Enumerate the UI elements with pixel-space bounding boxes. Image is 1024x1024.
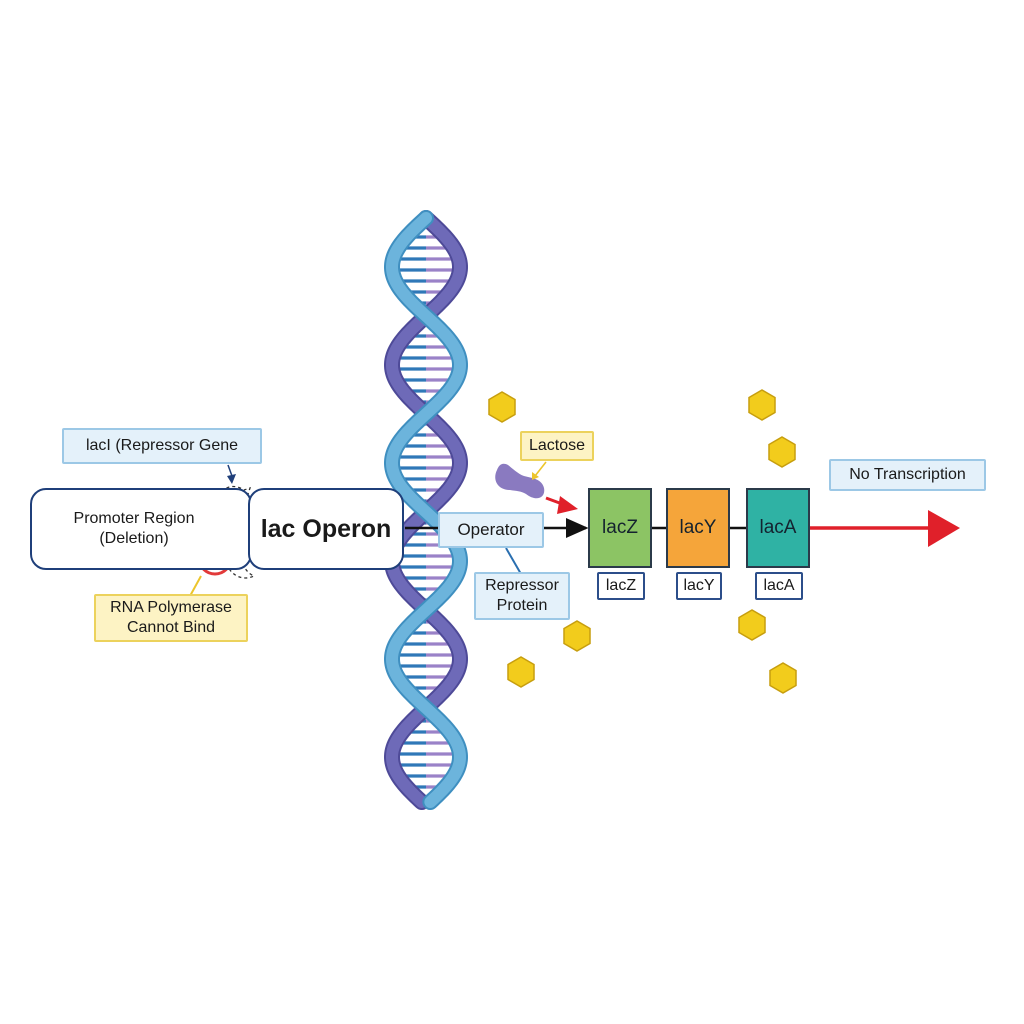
lactose-label-pointer bbox=[532, 461, 547, 480]
repressor-label-line2: Protein bbox=[496, 597, 548, 614]
gene-tag-laca-text: lacA bbox=[763, 577, 795, 595]
gene-tag-lacy: lacY bbox=[676, 572, 722, 600]
rna-label-line1: RNA Polymerase bbox=[110, 599, 232, 617]
gene-tag-lacz: lacZ bbox=[597, 572, 645, 600]
rna-polymerase-label: RNA Polymerase Cannot Bind bbox=[94, 594, 248, 642]
lac-operon-title: lac Operon bbox=[260, 514, 392, 543]
gene-lacz-label: lacZ bbox=[602, 517, 638, 539]
dna-strand-light bbox=[386, 212, 466, 808]
gene-tag-lacy-text: lacY bbox=[683, 577, 715, 595]
gene-tag-lacz-text: lacZ bbox=[605, 577, 637, 595]
lactose-molecules bbox=[488, 389, 797, 694]
rna-label-line2: Cannot Bind bbox=[126, 619, 216, 636]
gene-box-lacy: lacY bbox=[666, 488, 730, 568]
gene-lacy-label: lacY bbox=[679, 517, 717, 539]
repressor-protein-label: Repressor Protein bbox=[474, 572, 570, 620]
lactose-hexagon-icon bbox=[748, 389, 776, 421]
lactose-label: Lactose bbox=[520, 431, 594, 461]
lactose-hexagon-icon bbox=[563, 620, 591, 652]
no-transcription-text: No Transcription bbox=[849, 466, 966, 484]
repressor-label-line1: Repressor bbox=[485, 577, 559, 595]
operator-box: Operator bbox=[438, 512, 544, 548]
operator-label: Operator bbox=[457, 519, 525, 539]
transcription-arrow bbox=[810, 510, 960, 547]
laci-label-text: lacI (Repressor Gene bbox=[85, 437, 239, 455]
promoter-region-box: Promoter Region (Deletion) bbox=[30, 488, 252, 570]
laci-pointer bbox=[227, 464, 236, 484]
gene-box-laca: lacA bbox=[746, 488, 810, 568]
lactose-arrow bbox=[545, 496, 578, 514]
gene-laca-label: lacA bbox=[759, 517, 797, 539]
dna-double-helix bbox=[384, 210, 468, 810]
laci-repressor-gene-label: lacI (Repressor Gene bbox=[62, 428, 262, 464]
promoter-label-line2: (Deletion) bbox=[99, 530, 169, 547]
repressor-protein-blob bbox=[495, 463, 545, 499]
rna-label-pointer bbox=[189, 575, 202, 597]
gene-box-lacz: lacZ bbox=[588, 488, 652, 568]
no-transcription-label: No Transcription bbox=[829, 459, 986, 491]
promoter-label-line1: Promoter Region bbox=[73, 510, 195, 528]
lactose-hexagon-icon bbox=[738, 609, 766, 641]
lactose-hexagon-icon bbox=[768, 436, 796, 468]
lac-operon-box: lac Operon bbox=[248, 488, 404, 570]
gene-tag-laca: lacA bbox=[755, 572, 803, 600]
lactose-label-text: Lactose bbox=[528, 437, 586, 455]
lactose-hexagon-icon bbox=[769, 662, 797, 694]
repressor-label-pointer bbox=[505, 547, 522, 575]
lactose-hexagon-icon bbox=[507, 656, 535, 688]
lactose-hexagon-icon bbox=[488, 391, 516, 423]
